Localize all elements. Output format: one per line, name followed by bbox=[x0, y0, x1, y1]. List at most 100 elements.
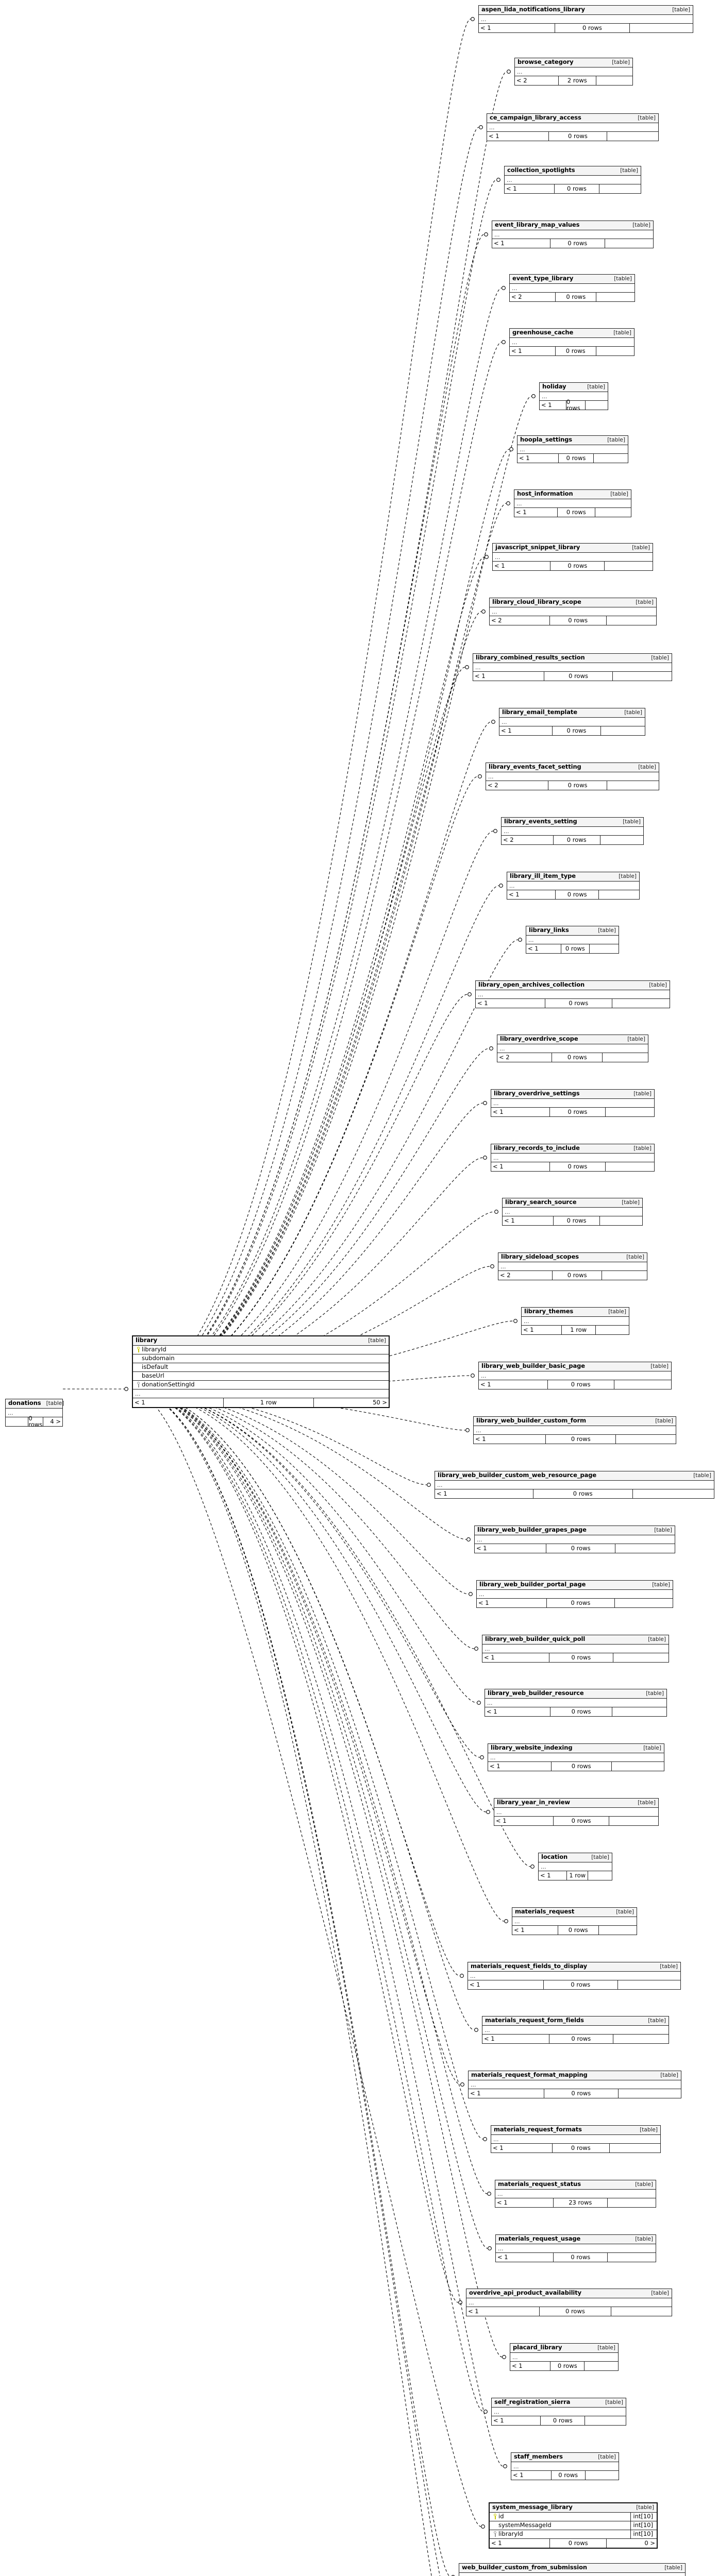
footer-parents-count: < 1 bbox=[494, 1817, 554, 1825]
table-box-library-web-builder-resource[interactable]: library_web_builder_resource[table]...< … bbox=[485, 1689, 667, 1717]
table-box-library-cloud-library-scope[interactable]: library_cloud_library_scope[table]...< 2… bbox=[489, 598, 657, 625]
footer-children-count bbox=[600, 836, 643, 844]
table-kind-label: [table] bbox=[654, 1527, 672, 1533]
table-box-library-web-builder-basic-page[interactable]: library_web_builder_basic_page[table]...… bbox=[478, 1362, 672, 1389]
columns-ellipsis: ... bbox=[482, 2026, 669, 2035]
table-name: materials_request_form_fields bbox=[485, 2016, 584, 2024]
table-box-materials-request-fields-to-display[interactable]: materials_request_fields_to_display[tabl… bbox=[467, 1962, 681, 1990]
table-box-materials-request-format-mapping[interactable]: materials_request_format_mapping[table].… bbox=[468, 2071, 681, 2098]
table-kind-label: [table] bbox=[636, 599, 654, 605]
table-name: self_registration_sierra bbox=[494, 2398, 571, 2406]
footer-row-count: 0 rows bbox=[561, 944, 590, 953]
table-box-library-web-builder-grapes-page[interactable]: library_web_builder_grapes_page[table]..… bbox=[474, 1526, 675, 1553]
table-name: materials_request_fields_to_display bbox=[471, 1962, 587, 1970]
footer-children-count bbox=[605, 562, 653, 570]
column-row[interactable]: baseUrl bbox=[133, 1372, 389, 1381]
footer-row-count: 0 rows bbox=[550, 562, 605, 570]
table-kind-label: [table] bbox=[648, 1636, 666, 1642]
table-box-library-open-archives-collection[interactable]: library_open_archives_collection[table].… bbox=[475, 980, 670, 1008]
column-row[interactable]: isDefault bbox=[133, 1363, 389, 1372]
table-box-materials-request-form-fields[interactable]: materials_request_form_fields[table]...<… bbox=[482, 2016, 669, 2044]
table-box-library-web-builder-quick-poll[interactable]: library_web_builder_quick_poll[table]...… bbox=[482, 1635, 669, 1663]
table-name: library_events_facet_setting bbox=[489, 763, 581, 771]
column-row[interactable]: subdomain bbox=[133, 1354, 389, 1363]
table-box-donations[interactable]: donations [table] ... 0 rows 4 > bbox=[5, 1399, 64, 1427]
table-box-aspen-lida-notifications-library[interactable]: aspen_lida_notifications_library[table].… bbox=[478, 5, 693, 33]
column-row[interactable]: donationSettingId bbox=[133, 1381, 389, 1389]
footer-parents-count: < 1 bbox=[517, 454, 559, 463]
footer-parents-count: < 1 bbox=[469, 2089, 545, 2098]
table-box-library-events-facet-setting[interactable]: library_events_facet_setting[table]...< … bbox=[486, 762, 659, 790]
table-header: hoopla_settings[table] bbox=[517, 436, 628, 445]
table-name: library_web_builder_grapes_page bbox=[477, 1526, 587, 1534]
column-row[interactable]: libraryId bbox=[133, 1346, 389, 1354]
footer-children-count bbox=[612, 999, 670, 1008]
table-box-library-combined-results-section[interactable]: library_combined_results_section[table].… bbox=[473, 653, 672, 681]
footer-parents-count: < 1 bbox=[507, 890, 556, 899]
table-header: location[table] bbox=[539, 1853, 612, 1862]
table-box-library-web-builder-custom-form[interactable]: library_web_builder_custom_form[table]..… bbox=[473, 1416, 676, 1444]
table-box-web-builder-custom-from-submission[interactable]: web_builder_custom_from_submission[table… bbox=[459, 2563, 686, 2576]
table-box-library-web-builder-portal-page[interactable]: library_web_builder_portal_page[table]..… bbox=[476, 1580, 673, 1608]
table-name: holiday bbox=[542, 383, 566, 391]
columns-ellipsis: ... bbox=[502, 827, 643, 836]
table-header: materials_request_formats[table] bbox=[491, 2126, 660, 2135]
footer-children-count bbox=[608, 2198, 656, 2207]
table-header: materials_request_status[table] bbox=[495, 2180, 656, 2190]
table-header: library_events_setting[table] bbox=[502, 818, 643, 827]
footer-parents-count: < 1 bbox=[503, 1216, 554, 1225]
table-kind-label: [table] bbox=[636, 2504, 654, 2511]
table-box-library-web-builder-custom-web-resource-page[interactable]: library_web_builder_custom_web_resource_… bbox=[435, 1471, 714, 1499]
footer-children-count bbox=[612, 1707, 666, 1716]
footer-row-count: 1 row bbox=[567, 1871, 589, 1880]
footer-row-count: 23 rows bbox=[554, 2198, 608, 2207]
table-kind-label: [table] bbox=[626, 1253, 644, 1260]
table-box-overdrive-api-product-availability[interactable]: overdrive_api_product_availability[table… bbox=[466, 2289, 672, 2316]
columns-ellipsis: ... bbox=[512, 1917, 637, 1926]
